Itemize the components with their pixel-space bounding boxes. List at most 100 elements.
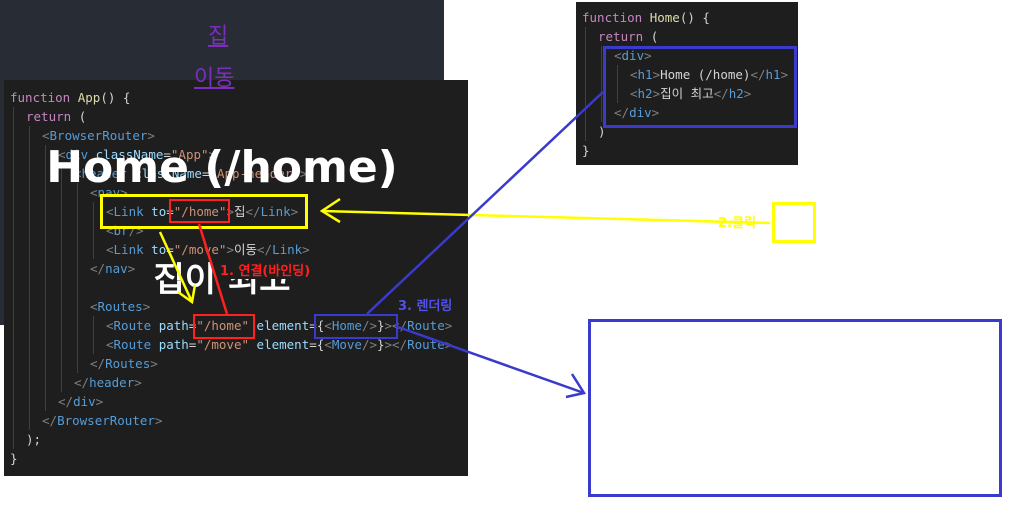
code-token: className	[134, 166, 202, 181]
code-token: </	[42, 413, 58, 428]
code-token: <	[74, 166, 82, 181]
indent-guide	[585, 27, 586, 46]
code-token: <	[90, 185, 98, 200]
code-token: BrowserRouter	[57, 413, 155, 428]
code-token: Route	[113, 337, 159, 352]
code-token: Home (/home)	[660, 67, 751, 82]
code-token: >	[651, 105, 660, 120]
indent-guide	[45, 392, 46, 411]
code-token: div	[629, 105, 652, 120]
indent-guide	[29, 126, 30, 145]
code-token: >	[780, 67, 789, 82]
code-token: (	[650, 29, 659, 44]
code-token: element	[256, 318, 310, 333]
code-token: <	[614, 48, 622, 63]
indent-guide	[13, 126, 14, 145]
code-token: }	[582, 143, 590, 158]
code-token: </	[614, 105, 630, 120]
app-code-line: return (	[26, 107, 86, 126]
code-token: >	[120, 185, 128, 200]
indent-guide	[45, 259, 46, 278]
indent-guide	[29, 411, 30, 430]
app-code-line: </BrowserRouter>	[42, 411, 162, 430]
code-token: >	[147, 128, 155, 143]
indent-guide	[45, 316, 46, 335]
indent-guide	[77, 354, 78, 373]
code-token: to	[151, 204, 167, 219]
home-heading: Home (/home)	[46, 142, 398, 193]
code-token: >	[644, 48, 652, 63]
code-token: "App-header"	[209, 166, 300, 181]
code-token: >	[154, 413, 163, 428]
code-token: }	[377, 337, 385, 352]
home-code-line: }	[582, 141, 590, 160]
code-token: <	[90, 299, 98, 314]
code-token: >	[226, 242, 234, 257]
indent-guide	[29, 316, 30, 335]
code-token: Route	[407, 318, 445, 333]
code-token: div	[65, 147, 96, 162]
indent-guide	[61, 202, 62, 221]
indent-guide	[13, 145, 14, 164]
code-token: Home	[649, 10, 680, 25]
app-code-line: function App() {	[10, 88, 130, 107]
code-token: () {	[100, 90, 131, 105]
code-token: return	[598, 29, 651, 44]
indent-guide	[585, 103, 586, 122]
code-token: 집이 최고	[660, 86, 714, 101]
indent-guide	[585, 84, 586, 103]
code-token: App	[77, 90, 101, 105]
link-home[interactable]: 집	[208, 24, 229, 49]
code-token: Route	[407, 337, 445, 352]
indent-guide	[93, 240, 94, 259]
code-token: h1	[765, 67, 781, 82]
app-code-line: </Routes>	[90, 354, 158, 373]
code-token: Routes	[105, 356, 151, 371]
indent-guide	[93, 221, 94, 240]
indent-guide	[13, 164, 14, 183]
indent-guide	[585, 122, 586, 141]
indent-guide	[45, 145, 46, 164]
indent-guide	[617, 84, 618, 103]
indent-guide	[45, 202, 46, 221]
code-token: </	[257, 242, 273, 257]
code-token: Link	[113, 242, 152, 257]
indent-guide	[45, 373, 46, 392]
code-token: Routes	[97, 299, 143, 314]
code-token: "/home"	[196, 318, 257, 333]
code-token: </	[90, 356, 106, 371]
code-token: <	[106, 242, 114, 257]
indent-guide	[77, 278, 78, 297]
indent-guide	[13, 411, 14, 430]
indent-guide	[29, 335, 30, 354]
indent-guide	[77, 183, 78, 202]
indent-guide	[29, 259, 30, 278]
code-token: />	[361, 337, 377, 352]
code-token: >	[142, 299, 151, 314]
indent-guide	[61, 183, 62, 202]
app-code-line: );	[26, 430, 41, 449]
code-token: =	[188, 337, 197, 352]
code-token: </	[713, 86, 729, 101]
code-token: >	[208, 147, 217, 162]
code-token: >	[290, 204, 299, 219]
step3-label: 3. 렌더링	[398, 299, 453, 314]
indent-guide	[61, 259, 62, 278]
code-token: >	[95, 394, 104, 409]
code-token: =	[163, 147, 171, 162]
code-token: nav	[105, 261, 128, 276]
link-move[interactable]: 이동	[194, 66, 235, 91]
code-token: </	[750, 67, 766, 82]
indent-guide	[29, 183, 30, 202]
code-token: >	[302, 242, 310, 257]
indent-guide	[45, 164, 46, 183]
code-token: =	[201, 166, 210, 181]
app-code-line: }	[10, 449, 18, 468]
code-token: <	[106, 223, 114, 238]
indent-guide	[45, 335, 46, 354]
indent-guide	[13, 202, 14, 221]
indent-guide	[13, 107, 14, 126]
code-token: >	[444, 318, 453, 333]
indent-guide	[61, 240, 62, 259]
code-token: Link	[272, 242, 303, 257]
